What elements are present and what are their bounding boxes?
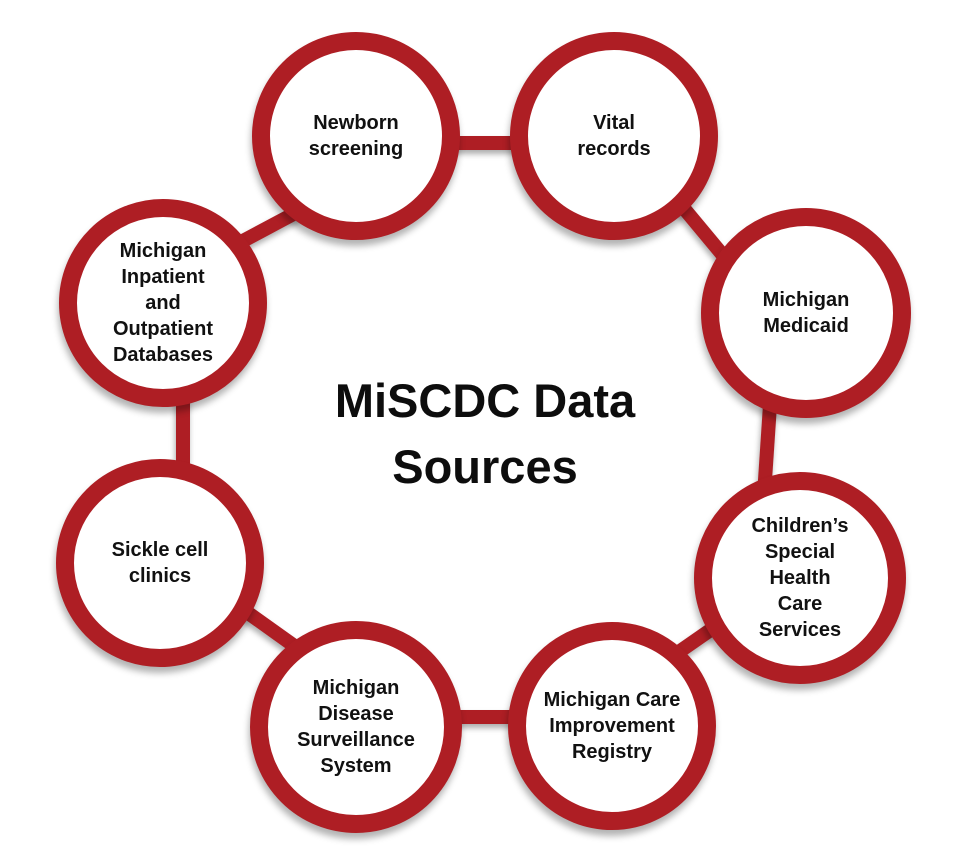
node-newborn-screening-label: Newborn screening bbox=[308, 112, 404, 160]
node-childrens-special-health-care-services: Children’s Special Health Care Services bbox=[694, 472, 906, 684]
node-vital-records-label: Vital records bbox=[577, 112, 651, 160]
diagram-title: MiSCDC Data Sources bbox=[334, 374, 636, 493]
node-michigan-care-improvement-registry-label: Michigan Care Improvement Registry bbox=[543, 689, 681, 763]
node-michigan-disease-surveillance-system-label: Michigan Disease Surveillance System bbox=[297, 677, 415, 777]
node-vital-records: Vital records bbox=[510, 32, 718, 240]
node-michigan-medicaid-label: Michigan Medicaid bbox=[762, 289, 850, 337]
node-sickle-cell-clinics: Sickle cell clinics bbox=[56, 459, 264, 667]
node-sickle-cell-clinics-label: Sickle cell clinics bbox=[111, 539, 209, 587]
node-michigan-inpatient-outpatient-databases-label: Michigan Inpatient and Outpatient Databa… bbox=[112, 240, 214, 366]
node-michigan-care-improvement-registry: Michigan Care Improvement Registry bbox=[508, 622, 716, 830]
node-michigan-inpatient-outpatient-databases: Michigan Inpatient and Outpatient Databa… bbox=[59, 199, 267, 407]
node-michigan-medicaid: Michigan Medicaid bbox=[701, 208, 911, 418]
node-newborn-screening: Newborn screening bbox=[252, 32, 460, 240]
node-childrens-special-health-care-services-label: Children’s Special Health Care Services bbox=[751, 515, 849, 641]
node-michigan-disease-surveillance-system: Michigan Disease Surveillance System bbox=[250, 621, 462, 833]
